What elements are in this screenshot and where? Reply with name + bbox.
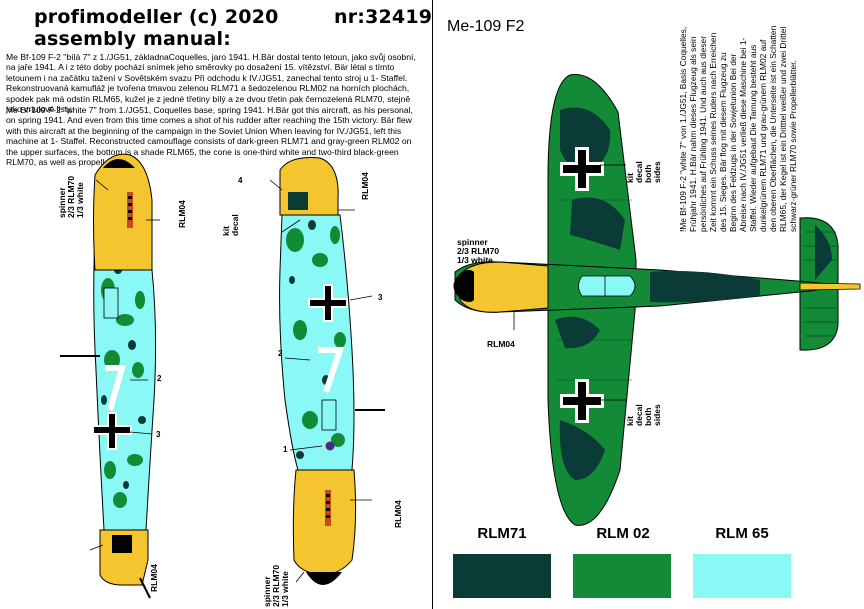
left-profile-2 xyxy=(279,157,385,585)
swatch-rlm65 xyxy=(693,554,791,598)
callout-3b: 3 xyxy=(378,293,383,302)
manual-subtitle: assembly manual: xyxy=(34,28,232,50)
aircraft-title: Me-109 F2 xyxy=(447,18,525,35)
rlm04-label-b: RLM04 xyxy=(149,564,159,592)
wing-cross-bottom xyxy=(560,379,604,423)
wing-cross-top xyxy=(560,147,604,191)
rlm04-label-a: RLM04 xyxy=(177,200,187,228)
callout-3a: 3 xyxy=(156,430,161,439)
callout-2b: 2 xyxy=(278,349,283,358)
top-view xyxy=(453,73,861,526)
product-code: nr:32419 xyxy=(334,6,433,28)
callout-1: 1 xyxy=(283,445,288,454)
leader-lines xyxy=(89,179,373,583)
page-divider xyxy=(432,0,433,609)
callout-4: 4 xyxy=(238,176,243,185)
side-views-drawing xyxy=(60,153,385,599)
english-description: Me Bf-109 F-2 "white 7" from 1./JG51, Co… xyxy=(6,105,413,168)
swatch-rlm02 xyxy=(573,554,671,598)
czech-description: Me Bf-109 F-2 "bílá 7" z 1./JG51, základ… xyxy=(6,52,416,115)
right-rlm04-label: RLM04 xyxy=(487,339,515,349)
swatch-label-rlm65: RLM 65 xyxy=(715,525,769,542)
swatch-label-rlm71: RLM71 xyxy=(477,525,527,542)
german-description: !Me Bf-109 F-2 "white 7" von 1./JG51, Ba… xyxy=(678,25,798,232)
swatch-label-rlm02: RLM 02 xyxy=(596,525,650,542)
left-profile-1 xyxy=(60,153,157,599)
rlm04-label-c: RLM04 xyxy=(360,172,370,200)
brand-title: profimodeller (c) 2020 xyxy=(34,6,279,28)
swatch-rlm71 xyxy=(453,554,551,598)
callout-2a: 2 xyxy=(157,374,162,383)
rlm04-label-d: RLM04 xyxy=(393,500,403,528)
